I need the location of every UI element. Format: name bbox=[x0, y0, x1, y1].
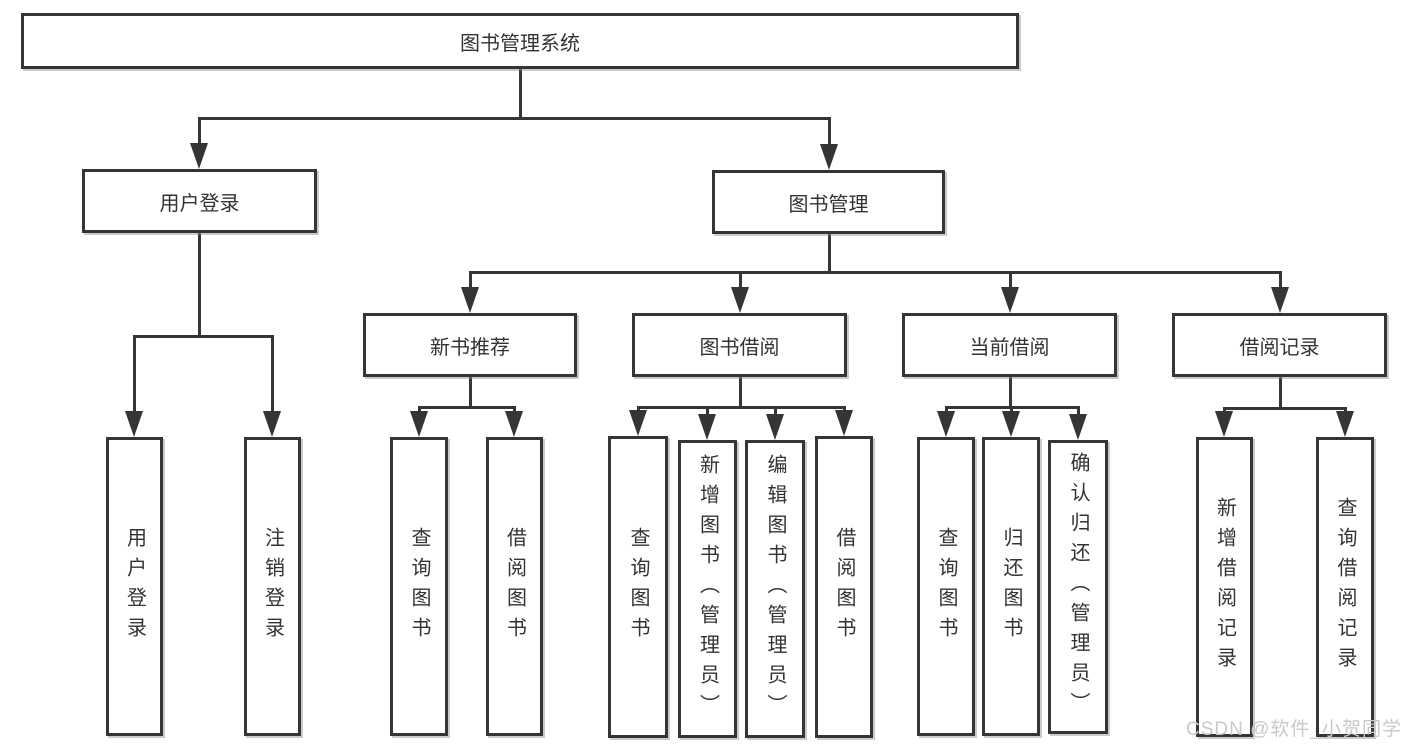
connector-line bbox=[828, 234, 831, 272]
arrowhead-down-icon bbox=[835, 410, 853, 436]
connector-line bbox=[469, 271, 1282, 274]
connector-line bbox=[133, 335, 274, 338]
arrowhead-down-icon bbox=[1336, 411, 1354, 437]
csdn-watermark: CSDN @软件_小贺同学 bbox=[1186, 719, 1402, 740]
connector-line bbox=[1279, 377, 1282, 408]
arrowhead-down-icon bbox=[461, 287, 479, 313]
connector-line bbox=[469, 377, 472, 407]
connector-line bbox=[418, 406, 516, 409]
node-add-borrow-record: 新增借阅记录 bbox=[1196, 437, 1253, 737]
node-query-books-recommend: 查询图书 bbox=[390, 437, 448, 736]
connector-line bbox=[1077, 407, 1080, 418]
node-book-borrowing: 图书借阅 bbox=[632, 313, 847, 377]
node-borrowing-records: 借阅记录 bbox=[1172, 313, 1387, 377]
arrowhead-down-icon bbox=[766, 414, 784, 440]
connector-line bbox=[774, 407, 777, 418]
node-borrow-books: 借阅图书 bbox=[815, 436, 873, 738]
arrowhead-down-icon bbox=[190, 143, 208, 169]
connector-line bbox=[469, 272, 472, 291]
node-library-system: 图书管理系统 bbox=[21, 13, 1019, 69]
arrowhead-down-icon bbox=[731, 287, 749, 313]
arrowhead-down-icon bbox=[1069, 414, 1087, 440]
arrowhead-down-icon bbox=[1001, 287, 1019, 313]
arrowhead-down-icon bbox=[1271, 287, 1289, 313]
connector-line bbox=[706, 407, 709, 418]
node-logout: 注销登录 bbox=[244, 437, 301, 736]
node-add-book-admin: 新增图书（管理员） bbox=[678, 440, 737, 738]
node-new-book-recommend: 新书推荐 bbox=[363, 313, 577, 377]
node-book-management: 图书管理 bbox=[712, 170, 945, 234]
arrowhead-down-icon bbox=[1002, 411, 1020, 437]
connector-line bbox=[133, 336, 136, 415]
node-edit-book-admin: 编辑图书（管理员） bbox=[745, 440, 805, 738]
arrowhead-down-icon bbox=[937, 411, 955, 437]
connector-line bbox=[1009, 272, 1012, 291]
connector-line bbox=[637, 406, 846, 409]
arrowhead-down-icon bbox=[629, 410, 647, 436]
connector-line bbox=[198, 117, 831, 120]
connector-line bbox=[198, 118, 201, 147]
arrowhead-down-icon bbox=[263, 411, 281, 437]
arrowhead-down-icon bbox=[820, 144, 838, 170]
arrowhead-down-icon bbox=[410, 411, 428, 437]
connector-line bbox=[1223, 407, 1347, 410]
connector-line bbox=[1279, 272, 1282, 291]
arrowhead-down-icon bbox=[505, 411, 523, 437]
arrowhead-down-icon bbox=[698, 414, 716, 440]
node-query-books-borrowing: 查询图书 bbox=[608, 436, 668, 738]
connector-line bbox=[519, 69, 522, 118]
connector-line bbox=[739, 377, 742, 407]
arrowhead-down-icon bbox=[1215, 411, 1233, 437]
node-query-books-current: 查询图书 bbox=[917, 437, 975, 736]
node-return-book: 归还图书 bbox=[982, 437, 1040, 736]
node-query-borrow-record: 查询借阅记录 bbox=[1316, 437, 1374, 737]
node-confirm-return-admin: 确认归还（管理员） bbox=[1048, 440, 1108, 734]
arrowhead-down-icon bbox=[125, 411, 143, 437]
connector-line bbox=[828, 118, 831, 148]
node-current-borrowing: 当前借阅 bbox=[902, 313, 1117, 377]
node-user-login-group: 用户登录 bbox=[82, 169, 317, 233]
node-user-login: 用户登录 bbox=[106, 437, 163, 736]
connector-line bbox=[198, 233, 201, 336]
connector-line bbox=[271, 336, 274, 415]
connector-line bbox=[1009, 377, 1012, 407]
node-borrow-books-recommend: 借阅图书 bbox=[486, 437, 543, 736]
connector-line bbox=[739, 272, 742, 291]
